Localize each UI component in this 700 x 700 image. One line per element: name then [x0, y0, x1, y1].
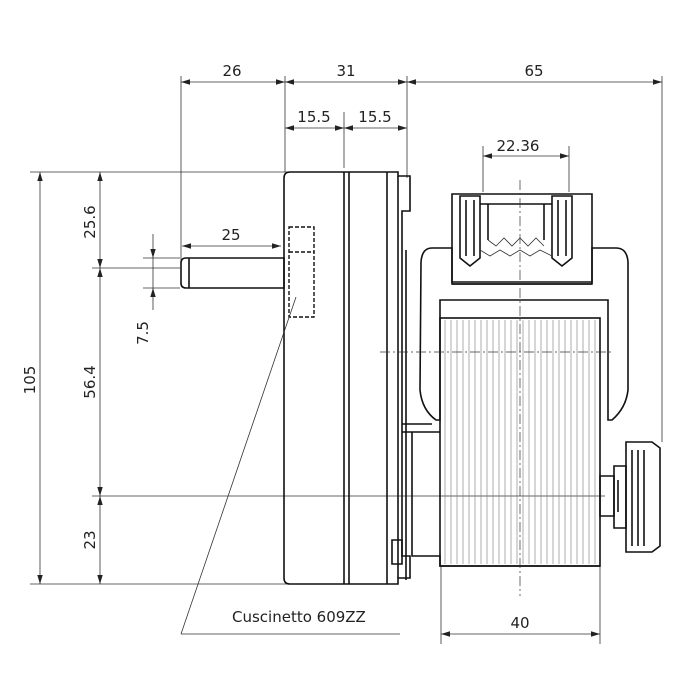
dim-shaft-25: 25	[221, 226, 240, 244]
bearing-hidden-outline	[288, 226, 315, 318]
terminal-connector	[451, 193, 593, 285]
extension-lines	[30, 76, 663, 644]
dimension-lines	[37, 79, 662, 637]
side-plug	[599, 441, 661, 553]
dim-motor-40: 40	[510, 614, 529, 632]
dim-15-5-right: 15.5	[358, 108, 391, 126]
dim-height-25-6: 25.6	[81, 205, 99, 238]
dim-height-105: 105	[21, 366, 39, 395]
bearing-leader	[180, 296, 400, 635]
dim-shaft-7-5: 7.5	[134, 321, 152, 345]
motor-bracket	[402, 247, 629, 580]
gearbox-body	[283, 171, 411, 585]
dim-15-5-left: 15.5	[297, 108, 330, 126]
dim-top-26: 26	[222, 62, 241, 80]
dim-connector-22-36: 22.36	[497, 137, 540, 155]
dim-height-56-4: 56.4	[81, 365, 99, 398]
motor-stator	[439, 317, 601, 567]
dim-top-31: 31	[336, 62, 355, 80]
center-lines	[380, 180, 612, 596]
dim-height-23: 23	[81, 530, 99, 549]
dim-top-65: 65	[524, 62, 543, 80]
bearing-label: Cuscinetto 609ZZ	[232, 608, 366, 626]
output-shaft	[180, 257, 285, 289]
